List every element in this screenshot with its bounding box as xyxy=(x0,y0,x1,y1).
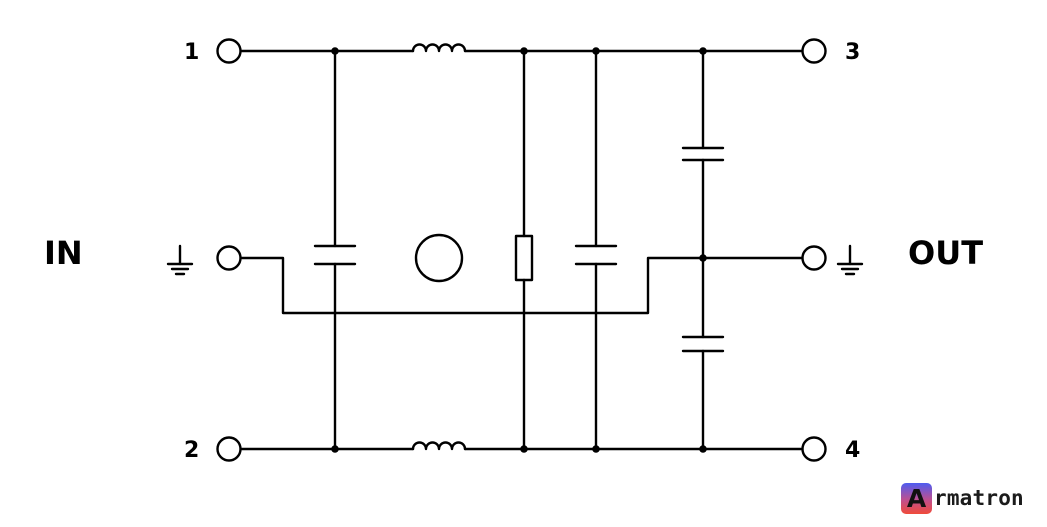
terminal-4 xyxy=(801,436,827,462)
pin-label-4: 4 xyxy=(845,438,860,463)
bottom-inductor xyxy=(411,441,467,451)
input-label: IN xyxy=(44,234,83,272)
junction-dot xyxy=(331,445,339,453)
junction-dot xyxy=(592,47,600,55)
brand-logo-text: rmatron xyxy=(934,486,1024,510)
terminal-out-ground xyxy=(801,245,827,271)
junction-dot xyxy=(699,47,707,55)
center-circle-symbol xyxy=(414,233,464,283)
junction-dot xyxy=(520,445,528,453)
junction-dot xyxy=(699,254,707,262)
junction-dot xyxy=(331,47,339,55)
top-inductor xyxy=(411,43,467,53)
brand-logo-letter: A xyxy=(906,483,927,513)
pin-label-1: 1 xyxy=(184,40,199,65)
terminal-1 xyxy=(216,38,242,64)
ground-path xyxy=(239,256,804,315)
junction-dot xyxy=(592,445,600,453)
brand-watermark: A rmatron xyxy=(901,482,1024,514)
ground-icon-in xyxy=(166,244,194,276)
resistor xyxy=(514,234,534,282)
terminal-2 xyxy=(216,436,242,462)
junction-dot xyxy=(520,47,528,55)
terminal-in-ground xyxy=(216,245,242,271)
brand-logo-mark: A xyxy=(901,482,932,514)
pin-label-3: 3 xyxy=(845,40,860,65)
ground-icon-out xyxy=(836,244,864,276)
junction-dot xyxy=(699,445,707,453)
output-label: OUT xyxy=(908,234,983,272)
terminal-3 xyxy=(801,38,827,64)
pin-label-2: 2 xyxy=(184,438,199,463)
